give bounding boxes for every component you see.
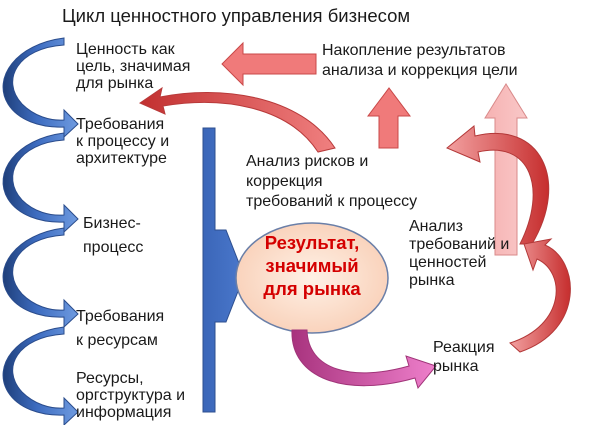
curved-arrow-1 bbox=[2, 37, 79, 139]
label-resources: Ресурсы, оргструктура и информация bbox=[76, 370, 186, 421]
label-accumulation: Накопление результатов анализа и коррекц… bbox=[322, 42, 518, 79]
curved-arrow-3 bbox=[2, 227, 79, 329]
label-requirements-analysis: Анализ требований и ценностей рынка bbox=[409, 218, 510, 289]
diagram-title: Цикл ценностного управления бизнесом bbox=[62, 5, 411, 26]
label-process-requirements: Требования к процессу и архитектуре bbox=[76, 116, 170, 167]
reaction-to-analysis-arrow bbox=[509, 238, 571, 353]
result-ellipse bbox=[235, 222, 389, 334]
analysis-to-risk-arrow bbox=[446, 125, 550, 245]
label-value-goal: Ценность как цель, значимая для рынка bbox=[76, 41, 191, 92]
curved-arrow-4 bbox=[2, 326, 79, 425]
left-block-arrow bbox=[221, 41, 317, 87]
blue-block-arrow bbox=[202, 127, 245, 413]
tall-up-arrow bbox=[484, 83, 528, 256]
left-curved-arrows bbox=[2, 37, 79, 425]
risk-feedback-arrow bbox=[138, 86, 336, 153]
label-result: Результат, значимый для рынка bbox=[263, 232, 361, 299]
label-business-process: Бизнес- процесс bbox=[83, 215, 144, 256]
curved-arrow-2 bbox=[2, 132, 79, 234]
label-market-reaction: Реакция рынка bbox=[433, 339, 495, 375]
up-block-arrow bbox=[367, 87, 411, 149]
result-to-reaction-arrow bbox=[291, 329, 437, 390]
label-resource-requirements: Требования к ресурсам bbox=[76, 308, 165, 349]
label-risk-analysis: Анализ рисков и коррекция требований к п… bbox=[246, 153, 418, 210]
